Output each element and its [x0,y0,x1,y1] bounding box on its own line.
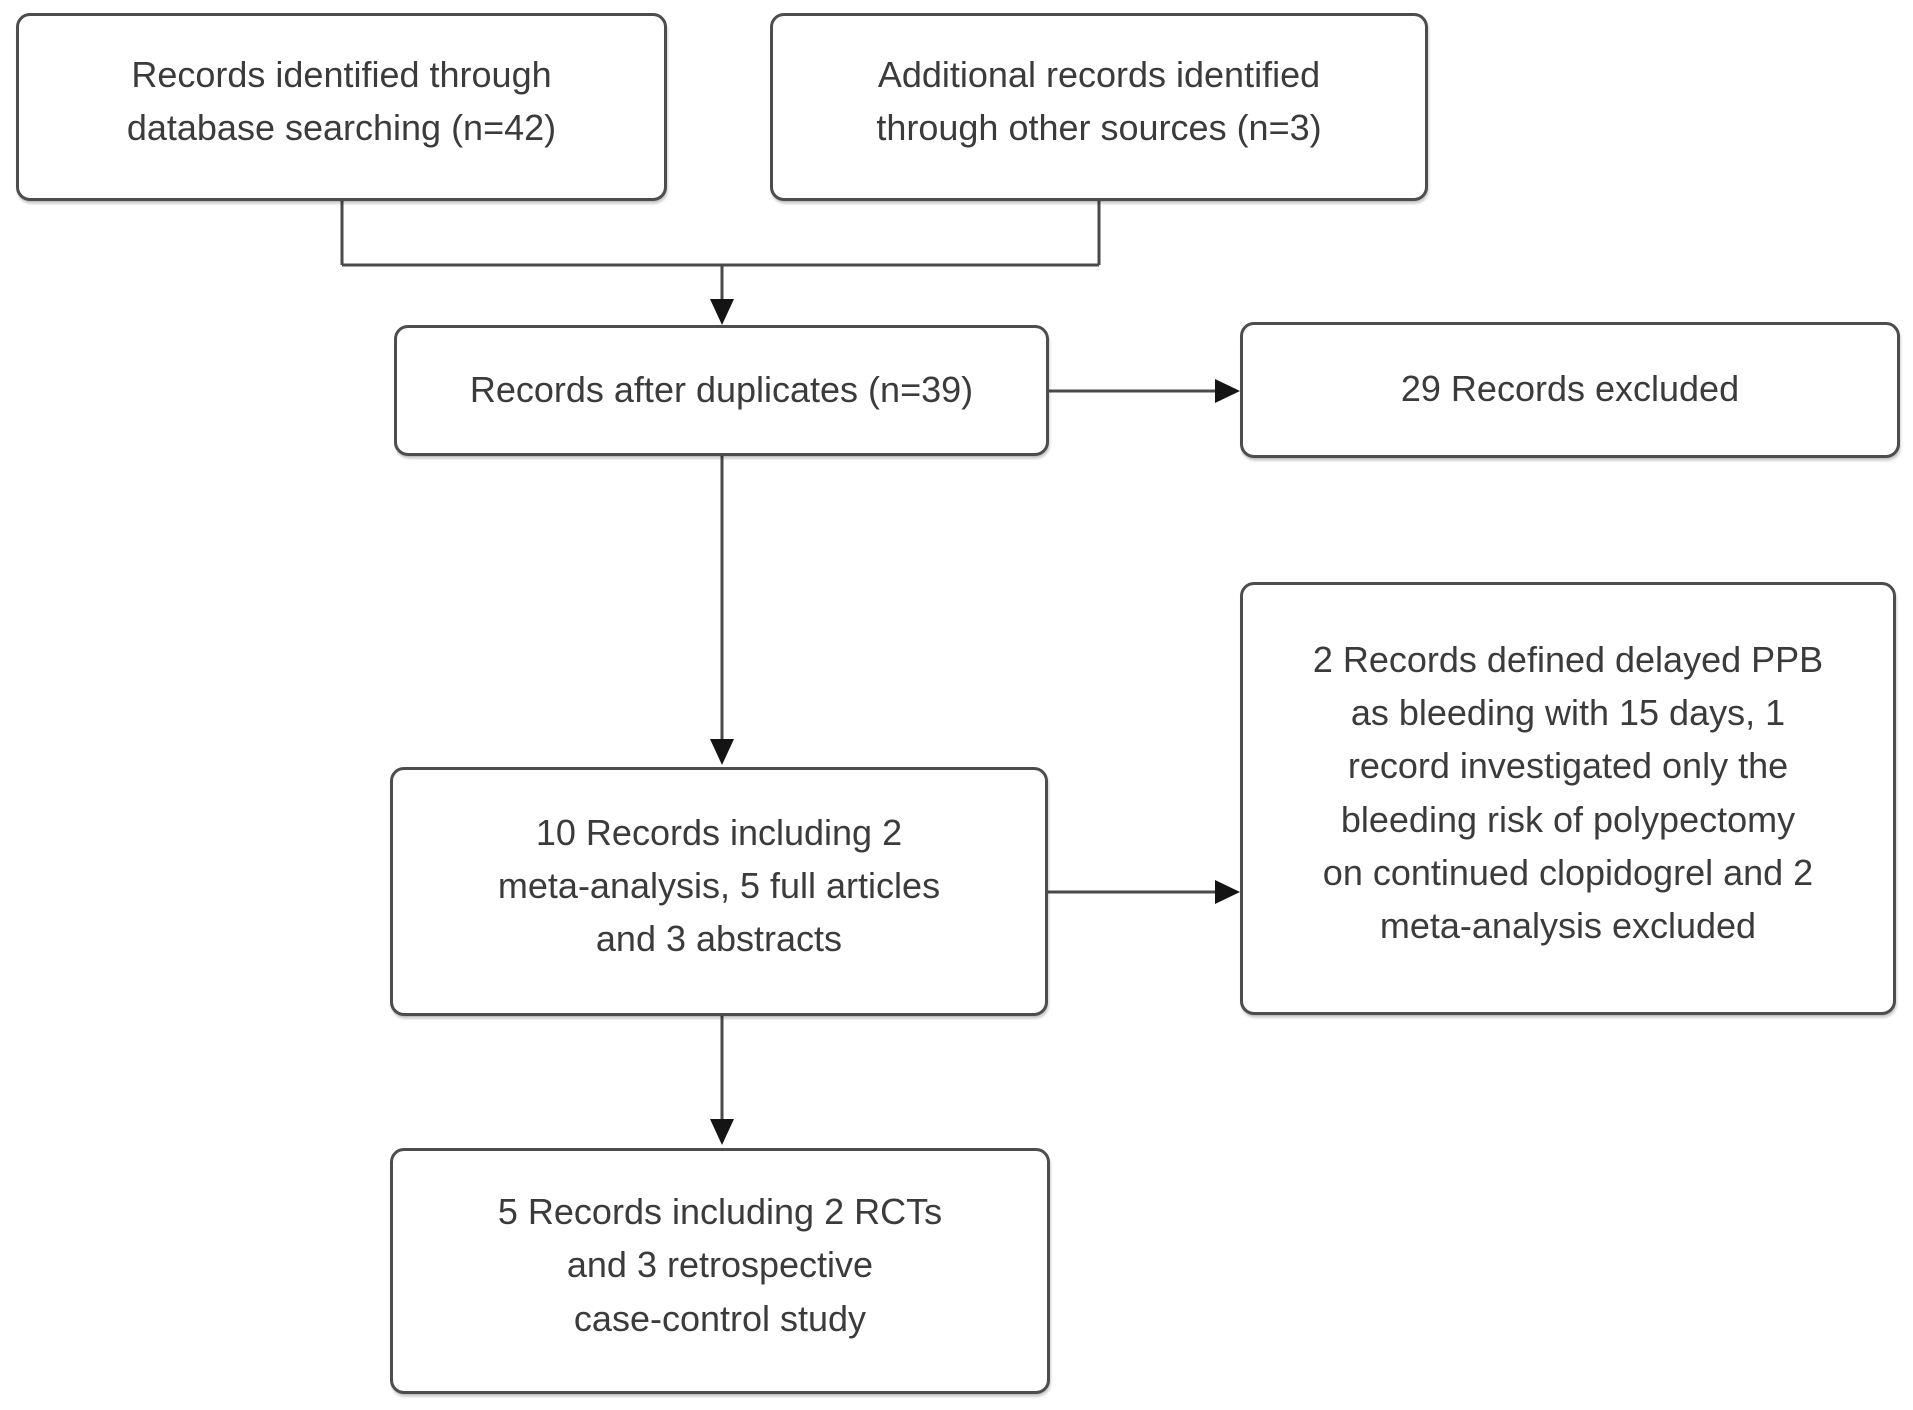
arrowhead-down-to-after-duplicates [710,299,734,325]
arrow-after-duplicates-to-excluded [1049,379,1240,403]
merge-connector-top-boxes [340,201,1101,325]
box-records-after-duplicates: Records after duplicates (n=39) [394,325,1049,456]
box-5-records-final: 5 Records including 2 RCTs and 3 retrosp… [390,1148,1050,1394]
box-records-identified: Records identified through database sear… [16,13,667,201]
box-10-records-included: 10 Records including 2 meta-analysis, 5 … [390,767,1048,1016]
arrowhead-right-to-excluded [1215,379,1240,403]
box-10-records-included-text: 10 Records including 2 meta-analysis, 5 … [497,811,941,960]
arrow-included-10-to-excluded-detail [1048,880,1240,904]
box-records-excluded: 29 Records excluded [1240,322,1900,458]
arrowhead-down-to-final-5 [710,1119,734,1145]
box-exclusion-reasons: 2 Records defined delayed PPB as bleedin… [1240,582,1896,1015]
arrowhead-down-to-included-10 [710,739,734,765]
box-additional-records-text: Additional records identified through ot… [876,53,1322,148]
box-exclusion-reasons-text: 2 Records defined delayed PPB as bleedin… [1312,638,1824,947]
arrow-after-duplicates-to-included-10 [710,456,734,765]
arrowhead-right-to-excluded-detail [1215,880,1240,904]
box-5-records-final-text: 5 Records including 2 RCTs and 3 retrosp… [497,1191,943,1339]
arrow-included-10-to-final-5 [710,1016,734,1145]
box-additional-records: Additional records identified through ot… [770,13,1428,201]
box-records-after-duplicates-text: Records after duplicates (n=39) [469,368,974,410]
box-records-identified-text: Records identified through database sear… [126,53,557,148]
box-records-excluded-text: 29 Records excluded [1400,368,1740,410]
